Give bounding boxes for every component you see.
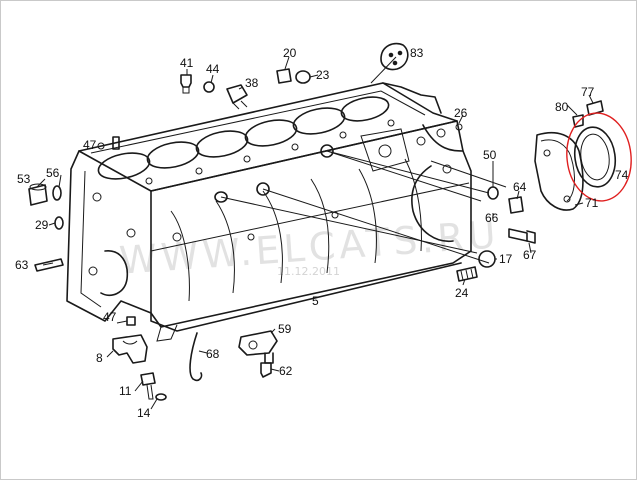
- part-50-ring: [487, 186, 499, 200]
- callout-50: 50: [483, 148, 497, 162]
- callout-74: 74: [615, 168, 629, 182]
- part-77-bolt: [586, 100, 604, 116]
- callout-68: 68: [206, 347, 220, 361]
- callout-62: 62: [279, 364, 293, 378]
- callout-29: 29: [35, 218, 49, 232]
- watermark-date: 11.12.2011: [277, 265, 340, 278]
- part-24-stud: [456, 266, 478, 282]
- part-56-ring: [52, 185, 62, 201]
- part-44-washer: [203, 81, 215, 93]
- callout-26: 26: [454, 106, 468, 120]
- part-47-dowel-lower: [126, 316, 136, 326]
- engine-block: [66, 82, 472, 342]
- callout-67: 67: [523, 248, 537, 262]
- part-23-seal: [295, 70, 311, 84]
- part-26-ring: [455, 123, 463, 131]
- part-59-bracket: [238, 330, 278, 364]
- part-8-bearing-cap: [112, 334, 148, 364]
- callout-14: 14: [137, 406, 151, 420]
- callout-41: 41: [180, 56, 194, 70]
- part-63-pin: [34, 258, 64, 272]
- callout-17: 17: [499, 252, 513, 266]
- callout-47: 47: [83, 138, 97, 152]
- callout-38: 38: [245, 76, 259, 90]
- callout-64: 64: [513, 180, 527, 194]
- callout-5: 5: [312, 294, 319, 308]
- callout-53: 53: [17, 172, 31, 186]
- part-38-sensor: [226, 84, 248, 110]
- callout-47-lower: 47: [103, 310, 117, 324]
- callout-11: 11: [119, 384, 132, 398]
- part-11-bolt: [140, 372, 156, 400]
- leader-lines: [36, 56, 594, 410]
- part-53-bushing: [28, 183, 48, 206]
- assembly-guide-lines: [220, 56, 507, 264]
- part-64-plug: [508, 196, 524, 214]
- part-29-plug: [54, 216, 64, 230]
- callout-66: 66: [485, 211, 499, 225]
- part-83-cover-plate: [380, 42, 409, 71]
- part-20-plug: [276, 68, 292, 84]
- callout-56: 56: [46, 166, 60, 180]
- callout-71: 71: [585, 196, 599, 210]
- callout-63: 63: [15, 258, 29, 272]
- callout-8: 8: [96, 351, 103, 365]
- callout-80: 80: [555, 100, 569, 114]
- callout-44: 44: [206, 62, 220, 76]
- part-41-plug: [180, 74, 192, 94]
- highlight-circle: [566, 112, 632, 202]
- part-62-bolt: [260, 362, 272, 378]
- callout-numbers: 41 44 38 20 23 83 26 80 77 47 53 56 50 7…: [15, 46, 629, 420]
- part-68-tube: [189, 332, 203, 382]
- part-47-dowel: [112, 136, 120, 150]
- callout-20: 20: [283, 46, 297, 60]
- callout-77: 77: [581, 85, 595, 99]
- callout-24: 24: [455, 286, 469, 300]
- part-74-seal-ring: [573, 126, 617, 188]
- part-14-washer: [155, 393, 167, 401]
- callout-83: 83: [410, 46, 424, 60]
- callout-59: 59: [278, 322, 292, 336]
- part-80-clip: [572, 114, 584, 128]
- callout-23: 23: [316, 68, 330, 82]
- part-67-bolt: [508, 228, 536, 244]
